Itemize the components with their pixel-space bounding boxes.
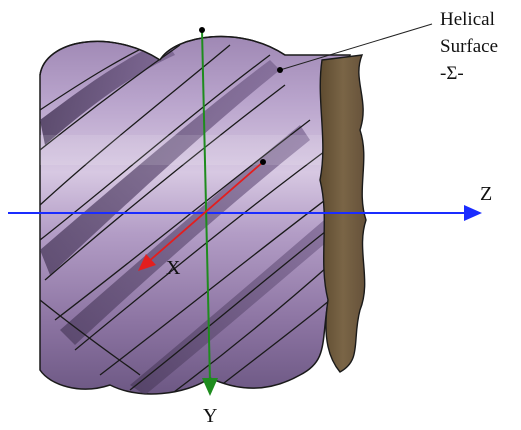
- x-axis-arrowhead: [138, 254, 156, 271]
- x-axis-origin-dot: [260, 159, 266, 165]
- helical-flutes: [40, 36, 346, 394]
- y-axis-arrowhead: [202, 378, 218, 396]
- top-ridge-right: [159, 35, 286, 61]
- x-axis: [138, 159, 266, 271]
- z-axis-label: Z: [480, 183, 492, 205]
- z-axis: [8, 205, 482, 221]
- top-ridge-left: [39, 40, 161, 76]
- annotation-line-2: Surface: [440, 36, 498, 57]
- annotation-line-1: Helical: [440, 9, 495, 30]
- y-axis: [199, 27, 218, 396]
- cutter-body: [39, 35, 351, 395]
- y-axis-origin-dot: [199, 27, 205, 33]
- y-axis-label: Y: [203, 405, 217, 427]
- annotation-line-3: -Σ-: [440, 63, 464, 84]
- groove-flank-3: [60, 125, 310, 345]
- annotation-leader-dot: [277, 67, 283, 73]
- helix-lines: [40, 36, 346, 394]
- groove-flank-4: [130, 215, 335, 394]
- z-axis-arrowhead: [464, 205, 482, 221]
- groove-flank-1: [40, 40, 175, 145]
- groove-flank-2: [40, 60, 280, 275]
- annotation-leader-line: [279, 23, 433, 71]
- x-axis-label: X: [166, 257, 181, 279]
